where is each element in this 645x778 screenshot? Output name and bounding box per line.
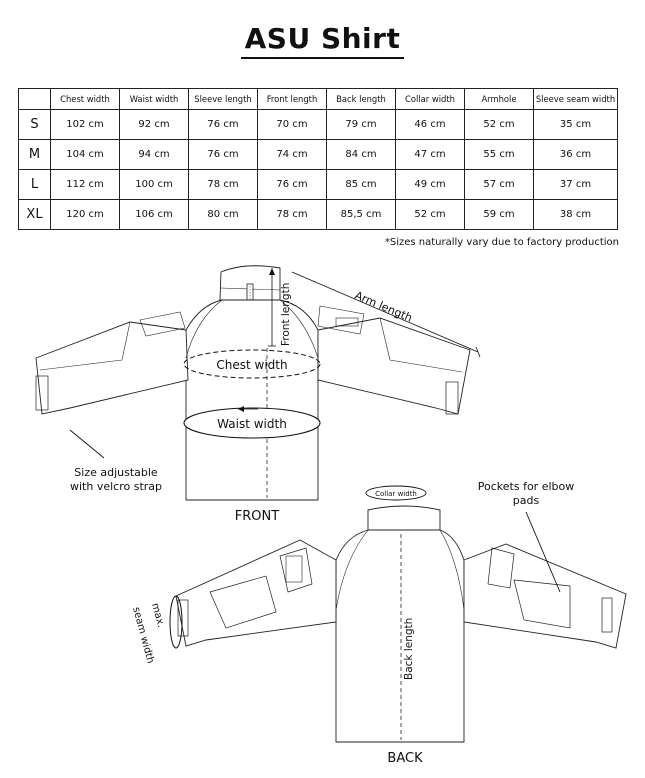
table-cell: 76 cm bbox=[257, 169, 327, 200]
pockets-label-line2: pads bbox=[513, 494, 540, 507]
table-cell: 78 cm bbox=[257, 199, 327, 230]
front-caption: FRONT bbox=[235, 509, 279, 524]
velcro-label-line2: with velcro strap bbox=[70, 480, 162, 493]
table-cell: 38 cm bbox=[533, 199, 618, 230]
arm-length-line bbox=[291, 271, 479, 353]
page-title: ASU Shirt bbox=[0, 22, 645, 59]
table-cell: 106 cm bbox=[119, 199, 189, 230]
table-cell: 79 cm bbox=[326, 109, 396, 140]
collar-width-label: Collar width bbox=[375, 490, 417, 498]
size-chart-table: Chest width Waist width Sleeve length Fr… bbox=[18, 88, 618, 230]
table-cell: 92 cm bbox=[119, 109, 189, 140]
pockets-callout-line bbox=[525, 511, 561, 593]
back-length-label: Back length bbox=[403, 618, 415, 680]
table-cell: 85,5 cm bbox=[326, 199, 396, 230]
table-header-row: Chest width Waist width Sleeve length Fr… bbox=[18, 88, 618, 110]
table-row: S 102 cm 92 cm 76 cm 70 cm 79 cm 46 cm 5… bbox=[18, 109, 618, 140]
page-title-text: ASU Shirt bbox=[240, 22, 405, 59]
waist-width-label: Waist width bbox=[217, 417, 287, 431]
table-cell: 120 cm bbox=[50, 199, 120, 230]
size-variation-note: *Sizes naturally vary due to factory pro… bbox=[384, 237, 619, 248]
table-cell: 80 cm bbox=[188, 199, 258, 230]
table-cell: 46 cm bbox=[395, 109, 465, 140]
front-shirt-drawing bbox=[35, 265, 471, 501]
table-cell: 74 cm bbox=[257, 139, 327, 170]
table-row: M 104 cm 94 cm 76 cm 74 cm 84 cm 47 cm 5… bbox=[18, 139, 618, 170]
back-caption: BACK bbox=[387, 751, 423, 766]
waist-width-ellipse bbox=[183, 407, 321, 439]
collar-width-ellipse bbox=[365, 485, 427, 501]
table-cell: 102 cm bbox=[50, 109, 120, 140]
table-row: XL 120 cm 106 cm 80 cm 78 cm 85,5 cm 52 … bbox=[18, 199, 618, 230]
table-cell: 57 cm bbox=[464, 169, 534, 200]
size-cell: M bbox=[18, 139, 51, 170]
table-cell: 94 cm bbox=[119, 139, 189, 170]
table-cell: 59 cm bbox=[464, 199, 534, 230]
chest-width-ellipse bbox=[183, 349, 321, 379]
table-cell: 47 cm bbox=[395, 139, 465, 170]
seam-width-ellipse bbox=[169, 595, 183, 649]
table-cell: 104 cm bbox=[50, 139, 120, 170]
chest-width-label: Chest width bbox=[216, 358, 287, 372]
back-shirt-drawing bbox=[175, 505, 627, 743]
table-row: L 112 cm 100 cm 78 cm 76 cm 85 cm 49 cm … bbox=[18, 169, 618, 200]
table-cell: 36 cm bbox=[533, 139, 618, 170]
pockets-label-line1: Pockets for elbow bbox=[478, 480, 574, 493]
size-cell: L bbox=[18, 169, 51, 200]
seam-label-line1: max. bbox=[149, 602, 166, 629]
velcro-label-line1: Size adjustable bbox=[74, 466, 158, 479]
table-cell: 52 cm bbox=[395, 199, 465, 230]
table-cell: 37 cm bbox=[533, 169, 618, 200]
front-measurements: Front length Arm length Chest width Wais… bbox=[69, 268, 481, 524]
velcro-callout-line bbox=[69, 429, 105, 459]
front-length-label: Front length bbox=[280, 283, 292, 346]
table-cell: 52 cm bbox=[464, 109, 534, 140]
size-cell: XL bbox=[18, 199, 51, 230]
table-cell: 100 cm bbox=[119, 169, 189, 200]
